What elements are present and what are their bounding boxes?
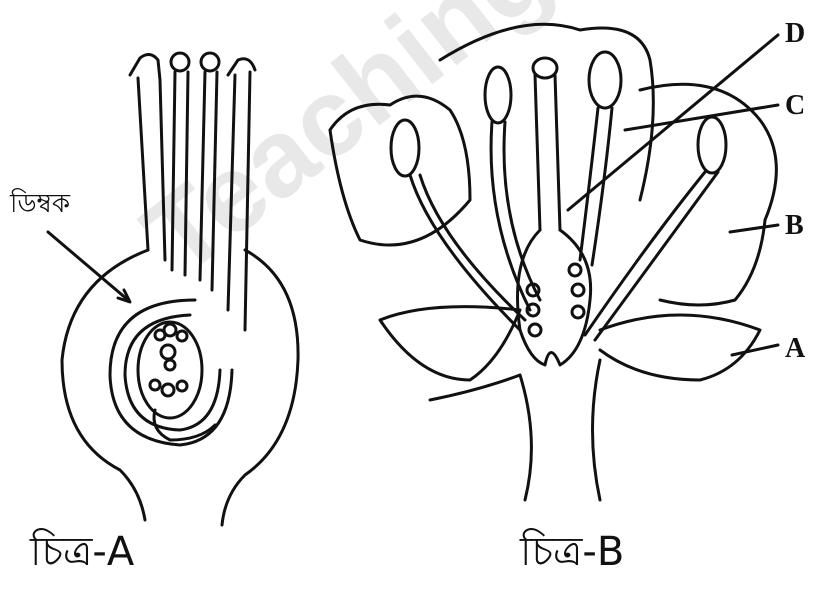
- receptacle-right: [593, 360, 601, 500]
- figure-b-flower: [330, 24, 778, 500]
- label-d: D: [785, 18, 805, 50]
- figure-a-ovary: [48, 53, 298, 525]
- ovary-wall-right: [222, 250, 298, 525]
- receptacle: [520, 375, 531, 500]
- ovary-b: [518, 230, 591, 365]
- pointer-b: [730, 225, 778, 232]
- sepal-right: [600, 315, 760, 380]
- style-tubes: [138, 72, 250, 330]
- ovule-label: ডিম্বক: [10, 183, 70, 227]
- sepal-left: [380, 307, 520, 380]
- label-a: A: [785, 333, 805, 365]
- pointer-a: [732, 345, 778, 355]
- label-b: B: [785, 210, 804, 242]
- petal-back: [440, 24, 653, 200]
- label-c: C: [785, 90, 805, 122]
- petal-left: [330, 96, 470, 245]
- pistil: [518, 58, 591, 365]
- caption-figure-a: চিত্র-A: [30, 520, 134, 587]
- ovule: [110, 300, 232, 445]
- stamen-2: [485, 67, 540, 310]
- stamen-3: [580, 52, 621, 265]
- sepal-lower-left: [430, 375, 520, 400]
- caption-figure-b: চিত্র-B: [520, 520, 624, 587]
- ovary-wall: [62, 250, 148, 520]
